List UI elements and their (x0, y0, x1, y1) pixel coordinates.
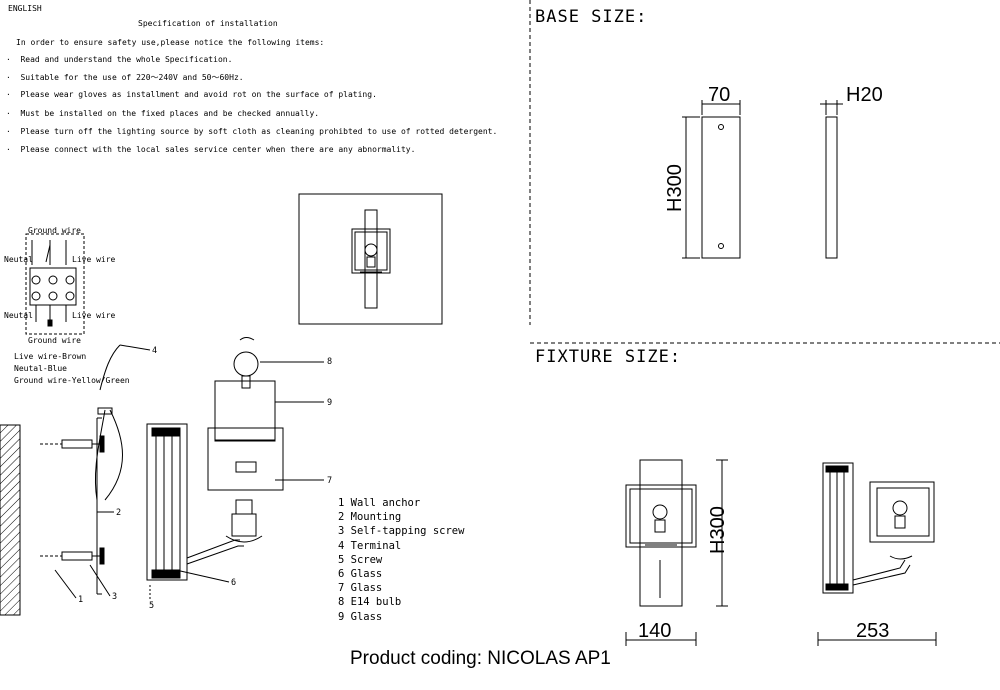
part-item: 5 Screw (338, 553, 383, 566)
callout-5: 5 (149, 601, 155, 611)
instruction-item: · Must be installed on the fixed places … (6, 109, 320, 118)
callout-9: 9 (327, 398, 333, 408)
spec-title: Specification of installation (138, 19, 278, 28)
part-item: 1 Wall anchor (338, 497, 421, 509)
fixture-side-view (817, 462, 937, 646)
base-depth-label: H20 (846, 84, 883, 106)
wiring-live-bottom: Live wire (72, 311, 116, 320)
part-item: 3 Self-tapping screw (338, 525, 465, 538)
wiring-ground-bottom: Ground wire (28, 336, 81, 345)
base-width-label: 70 (708, 84, 731, 106)
callout-3: 3 (112, 592, 118, 602)
part-item: 6 Glass (338, 568, 383, 581)
parts-legend: 1 Wall anchor 2 Mounting 3 Self-tapping … (338, 496, 464, 624)
wall-anchor-top (40, 435, 105, 453)
part-item: 9 Glass (338, 610, 383, 623)
wiring-neutral-top: Neutal (4, 255, 33, 264)
fixture-depth-label: 253 (856, 620, 890, 642)
part-item: 7 Glass (338, 582, 383, 595)
terminal-block-diagram (25, 233, 85, 335)
wiring-live-top: Live wire (72, 255, 116, 264)
base-size-heading: BASE SIZE: (535, 7, 648, 27)
instruction-item: · Please wear gloves as installment and … (6, 90, 377, 99)
base-side-view (820, 100, 843, 259)
base-front-view (682, 100, 741, 259)
backplate-side-view (146, 423, 188, 581)
fixture-size-heading: FIXTURE SIZE: (535, 347, 682, 367)
part-item: 4 Terminal (338, 539, 402, 552)
intro-text: In order to ensure safety use,please not… (16, 38, 325, 47)
callout-1: 1 (78, 595, 84, 605)
wall-anchor-bottom (40, 547, 105, 565)
wiring-ground-top: Ground wire (28, 226, 81, 235)
callout-2: 2 (116, 508, 122, 518)
wire-color-ground: Ground wire-Yellow/Green (14, 376, 130, 385)
wire-1 (94, 409, 106, 501)
wire-2 (104, 409, 123, 501)
wire-color-neutral: Neutal-Blue (14, 364, 67, 373)
part-item: 8 E14 bulb (338, 596, 402, 609)
product-coding: Product coding: NICOLAS AP1 (350, 648, 611, 669)
wall-hatch (0, 424, 21, 616)
wiring-neutral-bottom: Neutal (4, 311, 33, 320)
wire-3 (99, 344, 121, 391)
mounting-plate (96, 407, 113, 595)
language-label: ENGLISH (8, 4, 42, 13)
fixture-preview-box (298, 193, 443, 325)
wire-color-live: Live wire-Brown (14, 352, 87, 361)
callout-7: 7 (327, 476, 333, 486)
instruction-item: · Read and understand the whole Specific… (6, 55, 233, 64)
callout-4: 4 (152, 346, 158, 356)
fixture-front-view (625, 459, 728, 646)
callout-6: 6 (231, 578, 237, 588)
part-item: 2 Mounting (338, 511, 402, 524)
e14-bulb (233, 337, 259, 389)
instruction-item: · Please turn off the lighting source by… (6, 127, 498, 136)
instruction-item: · Please connect with the local sales se… (6, 145, 416, 154)
callout-8: 8 (327, 357, 333, 367)
glass-shades (207, 380, 284, 491)
fixture-arm (186, 499, 263, 565)
instruction-item: · Suitable for the use of 220～240V and 5… (6, 73, 244, 82)
fixture-width-label: 140 (638, 620, 672, 642)
